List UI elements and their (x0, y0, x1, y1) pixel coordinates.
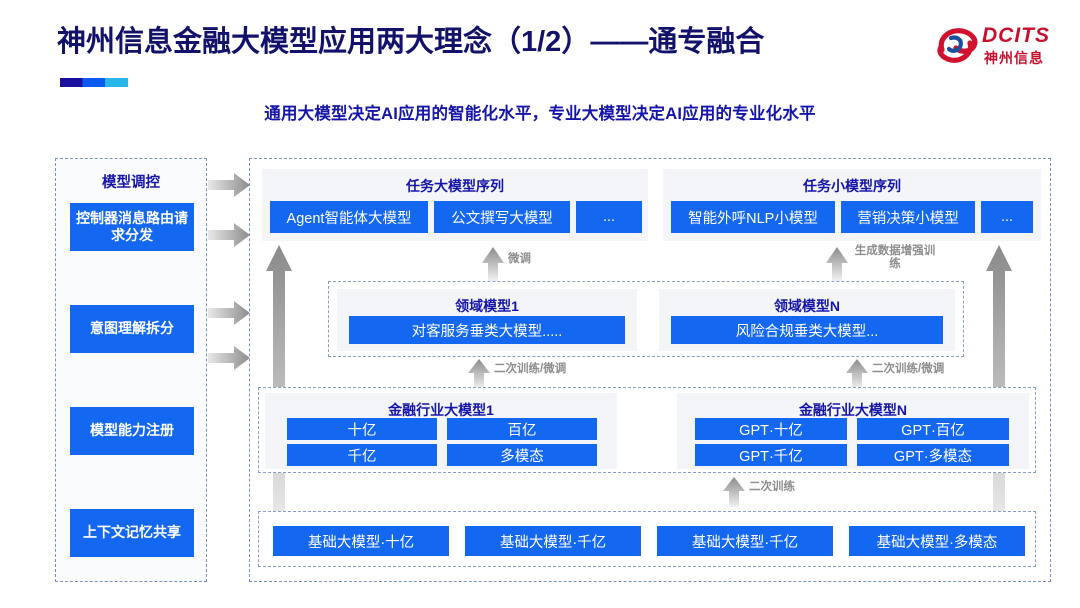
task-large-model-title: 任务大模型序列 (406, 178, 504, 194)
accent-bar (60, 78, 128, 87)
page-subtitle: 通用大模型决定AI应用的智能化水平，专业大模型决定AI应用的专业化水平 (264, 105, 816, 123)
logo-text-en: DCITS (982, 24, 1050, 47)
arrow-label-retrain-right: 二次训练/微调 (872, 363, 945, 375)
industry-model-left-chip-3[interactable]: 多模态 (447, 444, 597, 466)
industry-model-right-group: 金融行业大模型N GPT·十亿 GPT·百亿 GPT·千亿 GPT·多模态 (677, 393, 1029, 469)
industry-model-right-chip-1[interactable]: GPT·百亿 (857, 418, 1009, 440)
vertical-arrow-gen-data-aug (826, 247, 848, 281)
logo-swirl-icon (937, 28, 978, 63)
domain-model-right-chip[interactable]: 风险合规垂类大模型... (671, 316, 943, 344)
model-architecture-panel: 任务大模型序列 Agent智能体大模型 公文撰写大模型 ... 任务小模型序列 … (249, 158, 1051, 582)
industry-model-left-title: 金融行业大模型1 (388, 402, 494, 418)
arrow-label-retrain-base: 二次训练 (749, 481, 795, 493)
page-header: 神州信息金融大模型应用两大理念（1/2）——通专融合 通用大模型决定AI应用的智… (0, 0, 1080, 140)
domain-model-left-chip[interactable]: 对客服务垂类大模型..... (349, 316, 625, 344)
vertical-arrow-retrain-left (468, 359, 490, 389)
industry-model-right-title: 金融行业大模型N (798, 402, 908, 418)
domain-model-right-group: 领域模型N 风险合规垂类大模型... (659, 289, 955, 351)
arrow-label-retrain-left: 二次训练/微调 (494, 363, 567, 375)
task-large-model-chip-1[interactable]: 公文撰写大模型 (434, 201, 570, 233)
control-item-router-dispatch[interactable]: 控制器消息路由请求分发 (70, 203, 194, 251)
connector-arrow-right-2 (208, 223, 250, 247)
control-item-intent-parse[interactable]: 意图理解拆分 (70, 305, 194, 353)
task-large-model-chip-0[interactable]: Agent智能体大模型 (270, 201, 428, 233)
base-model-chip-2[interactable]: 基础大模型·千亿 (657, 526, 833, 556)
industry-models-container: 金融行业大模型1 十亿 百亿 千亿 多模态 金融行业大模型N GPT·十亿 GP… (258, 387, 1036, 473)
arrow-label-finetune-left: 微调 (508, 253, 531, 265)
control-item-capability-register[interactable]: 模型能力注册 (70, 407, 194, 455)
connector-arrow-right-3 (208, 301, 250, 325)
task-large-model-chip-2[interactable]: ... (576, 201, 642, 233)
base-model-chip-1[interactable]: 基础大模型·千亿 (465, 526, 641, 556)
domain-model-left-group: 领域模型1 对客服务垂类大模型..... (337, 289, 637, 351)
logo-text-cn: 神州信息 (984, 50, 1044, 66)
task-small-model-chip-0[interactable]: 智能外呼NLP小模型 (671, 201, 835, 233)
task-small-model-title: 任务小模型序列 (803, 178, 901, 194)
domain-model-right-title: 领域模型N (773, 298, 841, 314)
base-model-chip-3[interactable]: 基础大模型·多模态 (849, 526, 1025, 556)
base-models-container: 基础大模型·十亿 基础大模型·千亿 基础大模型·千亿 基础大模型·多模态 (258, 511, 1036, 567)
industry-model-right-chip-3[interactable]: GPT·多模态 (857, 444, 1009, 466)
task-small-model-chip-1[interactable]: 营销决策小模型 (841, 201, 975, 233)
task-large-model-group: 任务大模型序列 Agent智能体大模型 公文撰写大模型 ... (262, 169, 648, 241)
industry-model-left-chip-0[interactable]: 十亿 (287, 418, 437, 440)
page-title: 神州信息金融大模型应用两大理念（1/2）——通专融合 (57, 26, 765, 58)
industry-model-right-chip-2[interactable]: GPT·千亿 (695, 444, 847, 466)
connector-arrow-right-4 (208, 346, 250, 370)
vertical-arrow-finetune-left (482, 247, 504, 281)
domain-model-left-title: 领域模型1 (455, 298, 519, 314)
arrow-label-gen-data-aug: 生成数据增强训练 (854, 245, 936, 271)
task-small-model-group: 任务小模型序列 智能外呼NLP小模型 营销决策小模型 ... (663, 169, 1041, 241)
model-control-panel: 模型调控 控制器消息路由请求分发 意图理解拆分 模型能力注册 上下文记忆共享 (55, 158, 207, 582)
industry-model-left-chip-2[interactable]: 千亿 (287, 444, 437, 466)
base-model-chip-0[interactable]: 基础大模型·十亿 (273, 526, 449, 556)
domain-models-container: 领域模型1 对客服务垂类大模型..... 领域模型N 风险合规垂类大模型... (328, 281, 964, 357)
task-small-model-chip-2[interactable]: ... (981, 201, 1033, 233)
connector-arrow-right-1 (208, 173, 250, 197)
industry-model-right-chip-0[interactable]: GPT·十亿 (695, 418, 847, 440)
dcits-logo: DCITS 神州信息 (936, 22, 1066, 74)
vertical-arrow-retrain-right (846, 359, 868, 389)
vertical-arrow-retrain-base (723, 477, 745, 507)
control-item-context-memory[interactable]: 上下文记忆共享 (70, 509, 194, 557)
industry-model-left-chip-1[interactable]: 百亿 (447, 418, 597, 440)
industry-model-left-group: 金融行业大模型1 十亿 百亿 千亿 多模态 (265, 393, 617, 469)
model-control-title: 模型调控 (102, 175, 160, 191)
